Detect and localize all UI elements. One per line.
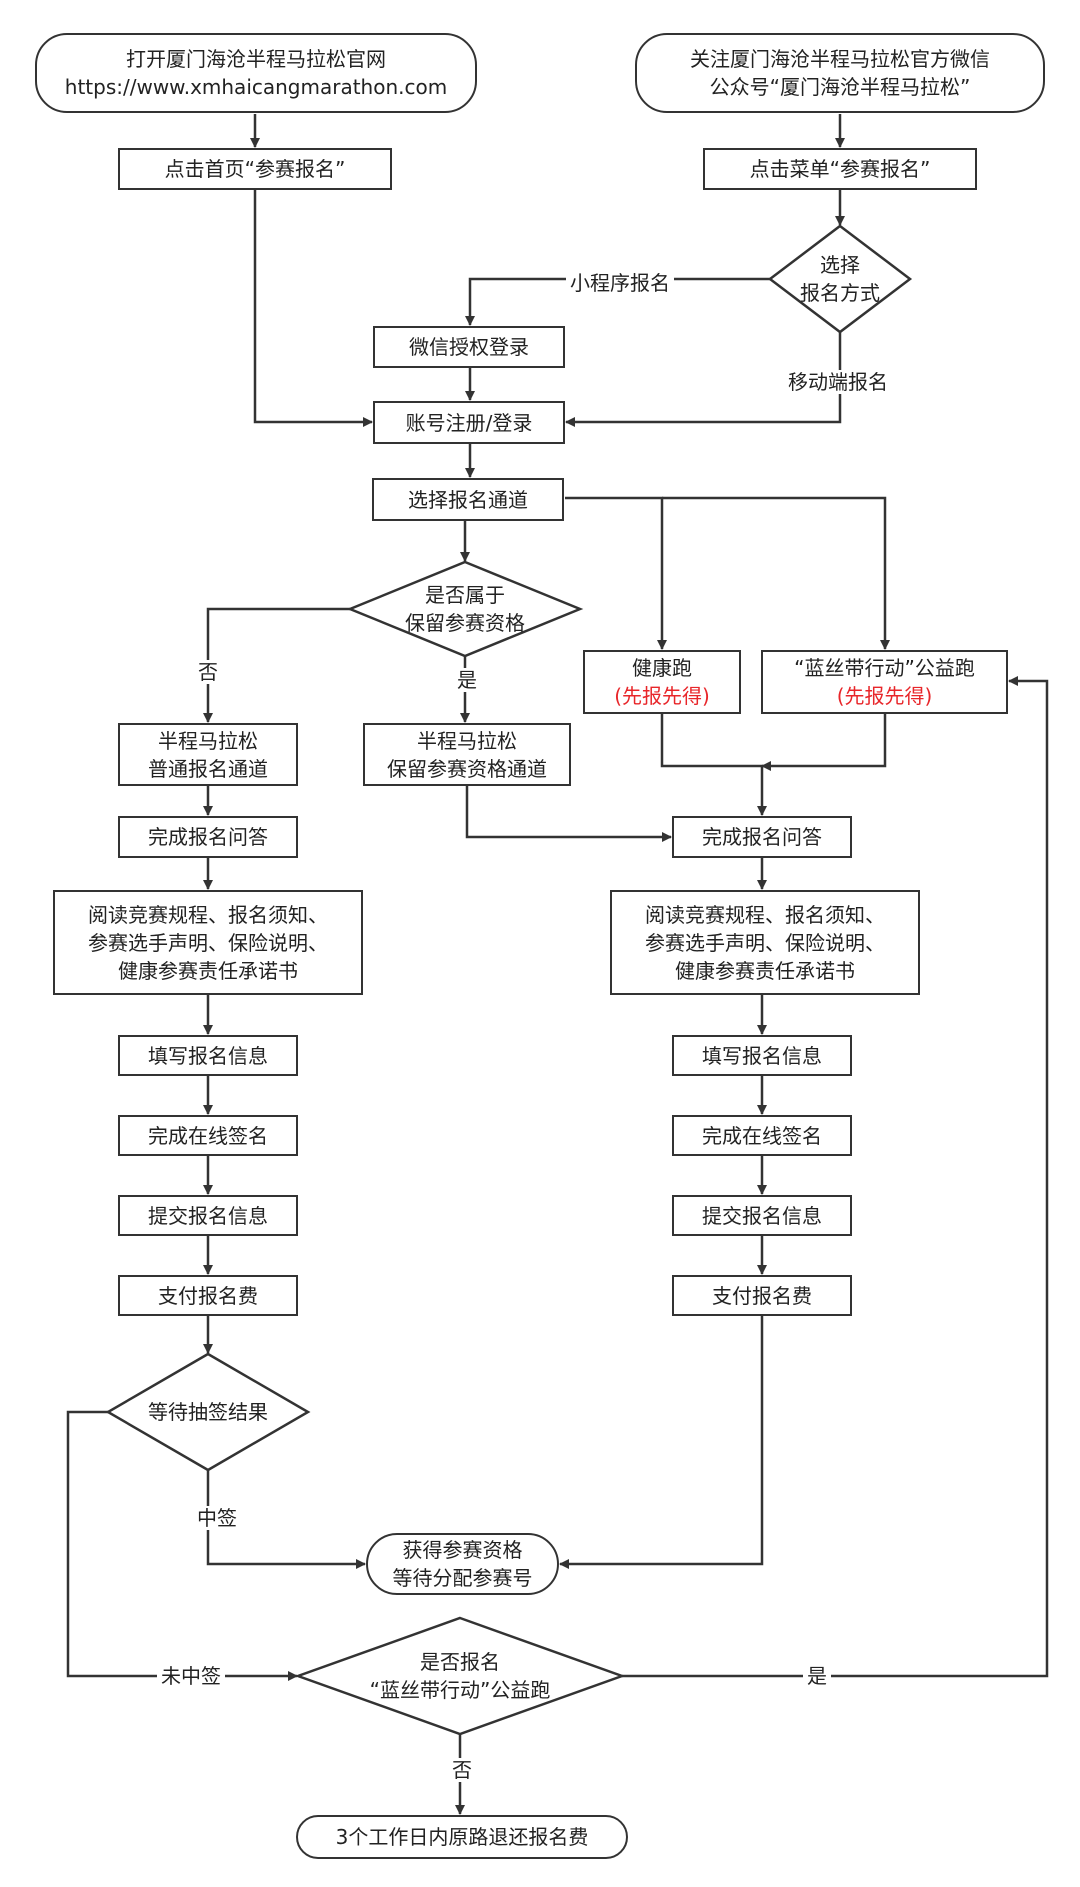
edge-ribbon-yes-to-ribbon-run <box>622 676 1049 1678</box>
read-left-line2: 参赛选手声明、保险说明、 <box>88 930 328 955</box>
qualified-line1: 获得参赛资格 <box>402 1538 523 1562</box>
retained-channel-node: 半程马拉松 保留参赛资格通道 <box>363 723 571 786</box>
health-run-node: 健康跑 (先报先得) <box>583 650 741 714</box>
label-ribbon-no: 否 <box>448 1758 476 1782</box>
retained-channel-line2: 保留参赛资格通道 <box>387 756 547 781</box>
edge-ribbon-to-qa-right <box>761 714 887 771</box>
qa-right-node: 完成报名问答 <box>672 816 852 858</box>
start-website-line1: 打开厦门海沧半程马拉松官网 <box>126 47 386 71</box>
refund-node: 3个工作日内原路退还报名费 <box>296 1815 628 1859</box>
edge-channel-to-health <box>565 496 667 650</box>
label-not-won: 未中签 <box>157 1664 225 1688</box>
label-won: 中签 <box>193 1506 241 1530</box>
submit-right-node: 提交报名信息 <box>672 1195 852 1236</box>
edge-retained-channel-to-qa-right <box>465 786 672 842</box>
label-mini-program: 小程序报名 <box>566 271 674 295</box>
wechat-login-label: 微信授权登录 <box>409 335 529 359</box>
edge-choose-method-to-account <box>565 332 842 427</box>
start-website-node: 打开厦门海沧半程马拉松官网 https://www.xmhaicangmarat… <box>35 33 477 113</box>
retained-question-diamond <box>346 560 584 658</box>
submit-left-label: 提交报名信息 <box>148 1203 268 1228</box>
lottery-diamond <box>105 1352 311 1472</box>
click-home-label: 点击首页“参赛报名” <box>164 157 346 181</box>
submit-right-label: 提交报名信息 <box>702 1203 822 1228</box>
sign-right-node: 完成在线签名 <box>672 1115 852 1156</box>
sign-left-node: 完成在线签名 <box>118 1115 298 1156</box>
read-left-line3: 健康参赛责任承诺书 <box>118 958 298 983</box>
label-retained-no: 否 <box>194 660 222 684</box>
qa-left-node: 完成报名问答 <box>118 816 298 858</box>
label-mobile: 移动端报名 <box>784 370 892 394</box>
read-left-node: 阅读竞赛规程、报名须知、 参赛选手声明、保险说明、 健康参赛责任承诺书 <box>53 890 363 995</box>
fill-right-label: 填写报名信息 <box>702 1043 822 1068</box>
retained-channel-line1: 半程马拉松 <box>417 728 517 753</box>
read-right-line2: 参赛选手声明、保险说明、 <box>645 930 885 955</box>
account-login-label: 账号注册/登录 <box>405 410 533 435</box>
start-wechat-line2: 公众号“厦门海沧半程马拉松” <box>709 75 971 99</box>
edge-channel-to-ribbon <box>662 496 890 650</box>
ribbon-run-note: (先报先得) <box>836 684 933 708</box>
health-run-title: 健康跑 <box>632 656 692 680</box>
qualified-node: 获得参赛资格 等待分配参赛号 <box>366 1533 559 1595</box>
choose-channel-node: 选择报名通道 <box>372 478 564 521</box>
label-ribbon-yes: 是 <box>803 1664 831 1688</box>
qa-left-label: 完成报名问答 <box>148 825 268 849</box>
start-wechat-node: 关注厦门海沧半程马拉松官方微信 公众号“厦门海沧半程马拉松” <box>635 33 1045 113</box>
edge-pay-right-to-qualified <box>559 1316 764 1569</box>
fill-left-node: 填写报名信息 <box>118 1035 298 1076</box>
ribbon-question-diamond <box>294 1616 626 1736</box>
qualified-line2: 等待分配参赛号 <box>392 1566 533 1590</box>
read-left-line1: 阅读竞赛规程、报名须知、 <box>88 902 328 927</box>
pay-right-node: 支付报名费 <box>672 1275 852 1316</box>
health-run-note: (先报先得) <box>614 684 710 708</box>
ribbon-run-node: “蓝丝带行动”公益跑 (先报先得) <box>761 650 1008 714</box>
read-right-line1: 阅读竞赛规程、报名须知、 <box>645 902 885 927</box>
read-right-node: 阅读竞赛规程、报名须知、 参赛选手声明、保险说明、 健康参赛责任承诺书 <box>610 890 920 995</box>
normal-channel-line1: 半程马拉松 <box>158 728 258 753</box>
fill-left-label: 填写报名信息 <box>148 1043 268 1068</box>
start-website-url: https://www.xmhaicangmarathon.com <box>64 75 448 99</box>
start-wechat-line1: 关注厦门海沧半程马拉松官方微信 <box>690 47 990 71</box>
fill-right-node: 填写报名信息 <box>672 1035 852 1076</box>
edge-health-to-qa-right <box>660 714 767 816</box>
pay-right-label: 支付报名费 <box>712 1283 812 1308</box>
label-retained-yes: 是 <box>453 668 481 692</box>
submit-left-node: 提交报名信息 <box>118 1195 298 1236</box>
sign-left-label: 完成在线签名 <box>148 1123 268 1148</box>
qa-right-label: 完成报名问答 <box>702 825 822 849</box>
normal-channel-node: 半程马拉松 普通报名通道 <box>118 723 298 786</box>
edge-click-home-to-account <box>253 190 373 427</box>
ribbon-run-title: “蓝丝带行动”公益跑 <box>794 656 975 680</box>
sign-right-label: 完成在线签名 <box>702 1123 822 1148</box>
pay-left-node: 支付报名费 <box>118 1275 298 1316</box>
refund-label: 3个工作日内原路退还报名费 <box>335 1825 589 1849</box>
click-home-node: 点击首页“参赛报名” <box>118 148 392 190</box>
edge-lottery-won-to-qualified <box>206 1470 366 1569</box>
wechat-login-node: 微信授权登录 <box>373 326 565 368</box>
choose-channel-label: 选择报名通道 <box>408 487 528 512</box>
click-menu-node: 点击菜单“参赛报名” <box>703 148 977 190</box>
normal-channel-line2: 普通报名通道 <box>148 756 268 781</box>
read-right-line3: 健康参赛责任承诺书 <box>675 958 855 983</box>
pay-left-label: 支付报名费 <box>158 1283 258 1308</box>
choose-method-diamond <box>767 224 913 334</box>
account-login-node: 账号注册/登录 <box>373 401 565 444</box>
click-menu-label: 点击菜单“参赛报名” <box>749 157 931 181</box>
edge-retained-no-to-normal <box>203 607 350 723</box>
